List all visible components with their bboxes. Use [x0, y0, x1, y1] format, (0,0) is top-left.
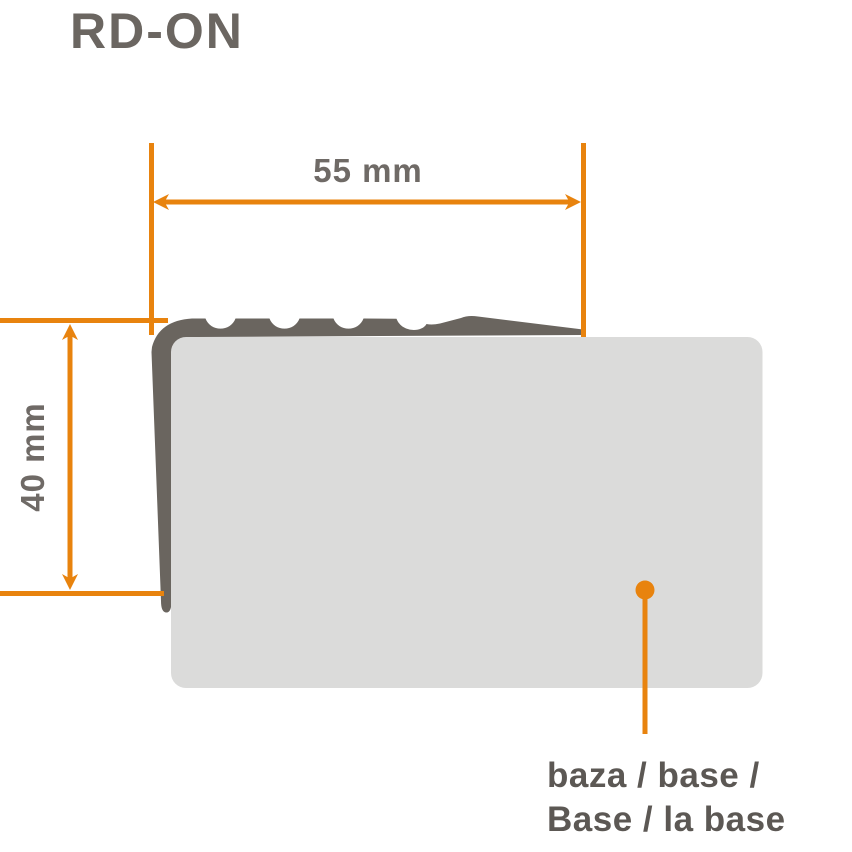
page-title: RD-ON: [70, 3, 244, 59]
width-dim-arrowhead-right: [565, 194, 581, 210]
base-callout-line-1: baza / base /: [547, 756, 760, 795]
base-block-shape: [171, 337, 763, 688]
width-dim-extension-line-right: [581, 143, 586, 337]
width-dimension-label: 55 mm: [313, 152, 423, 189]
width-dim-arrowhead-left: [153, 194, 169, 210]
callout-pointer-line: [642, 590, 648, 734]
width-dim-measure-line: [160, 199, 574, 205]
width-dim-extension-line-left: [149, 143, 154, 335]
base-callout-line-2: Base / la base: [547, 800, 786, 839]
height-dim-extension-line-bottom: [0, 591, 164, 596]
height-dim-arrowhead-top: [62, 324, 78, 340]
base-callout-label: baza / base / Base / la base: [547, 754, 786, 842]
height-dimension-label: 40 mm: [14, 402, 51, 512]
height-dim-measure-line: [67, 332, 73, 582]
height-dim-arrowhead-bottom: [62, 574, 78, 590]
height-dim-extension-line-top: [0, 318, 168, 323]
